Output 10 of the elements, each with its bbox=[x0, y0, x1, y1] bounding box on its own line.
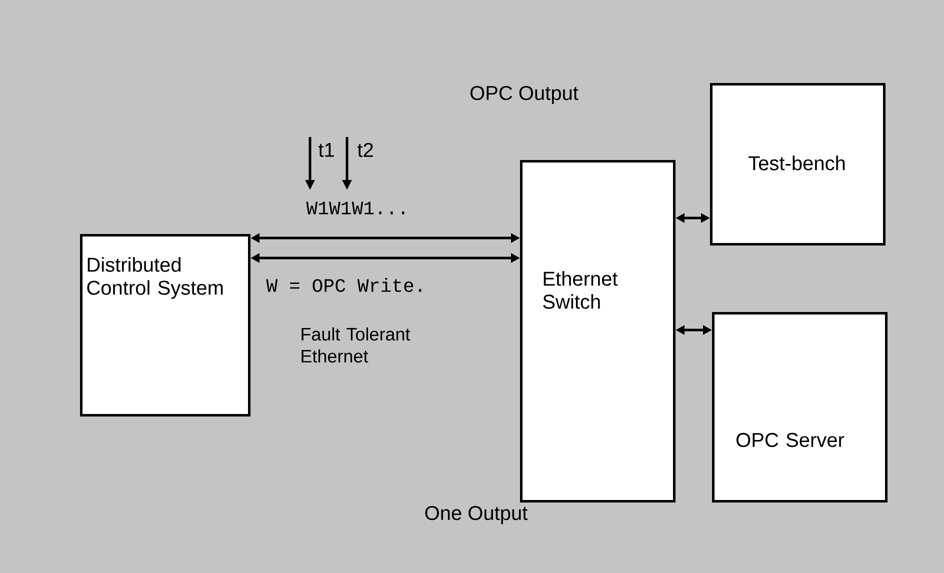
process-box: Test-bench bbox=[710, 83, 886, 246]
annotation-text: One Output bbox=[425, 506, 528, 524]
annotation-text: t1 bbox=[318, 143, 334, 157]
process-box: Ethernet Switch bbox=[520, 160, 676, 502]
annotation-text: OPC Output bbox=[470, 86, 578, 104]
annotation-text: Fault Tolerant Ethernet bbox=[302, 327, 410, 363]
process-box: OPC Server bbox=[712, 312, 888, 502]
annotation-text: t2 bbox=[358, 142, 373, 158]
annotation-text: W1W1W1... bbox=[306, 202, 404, 214]
process-box: Distributed Control System bbox=[80, 234, 250, 416]
